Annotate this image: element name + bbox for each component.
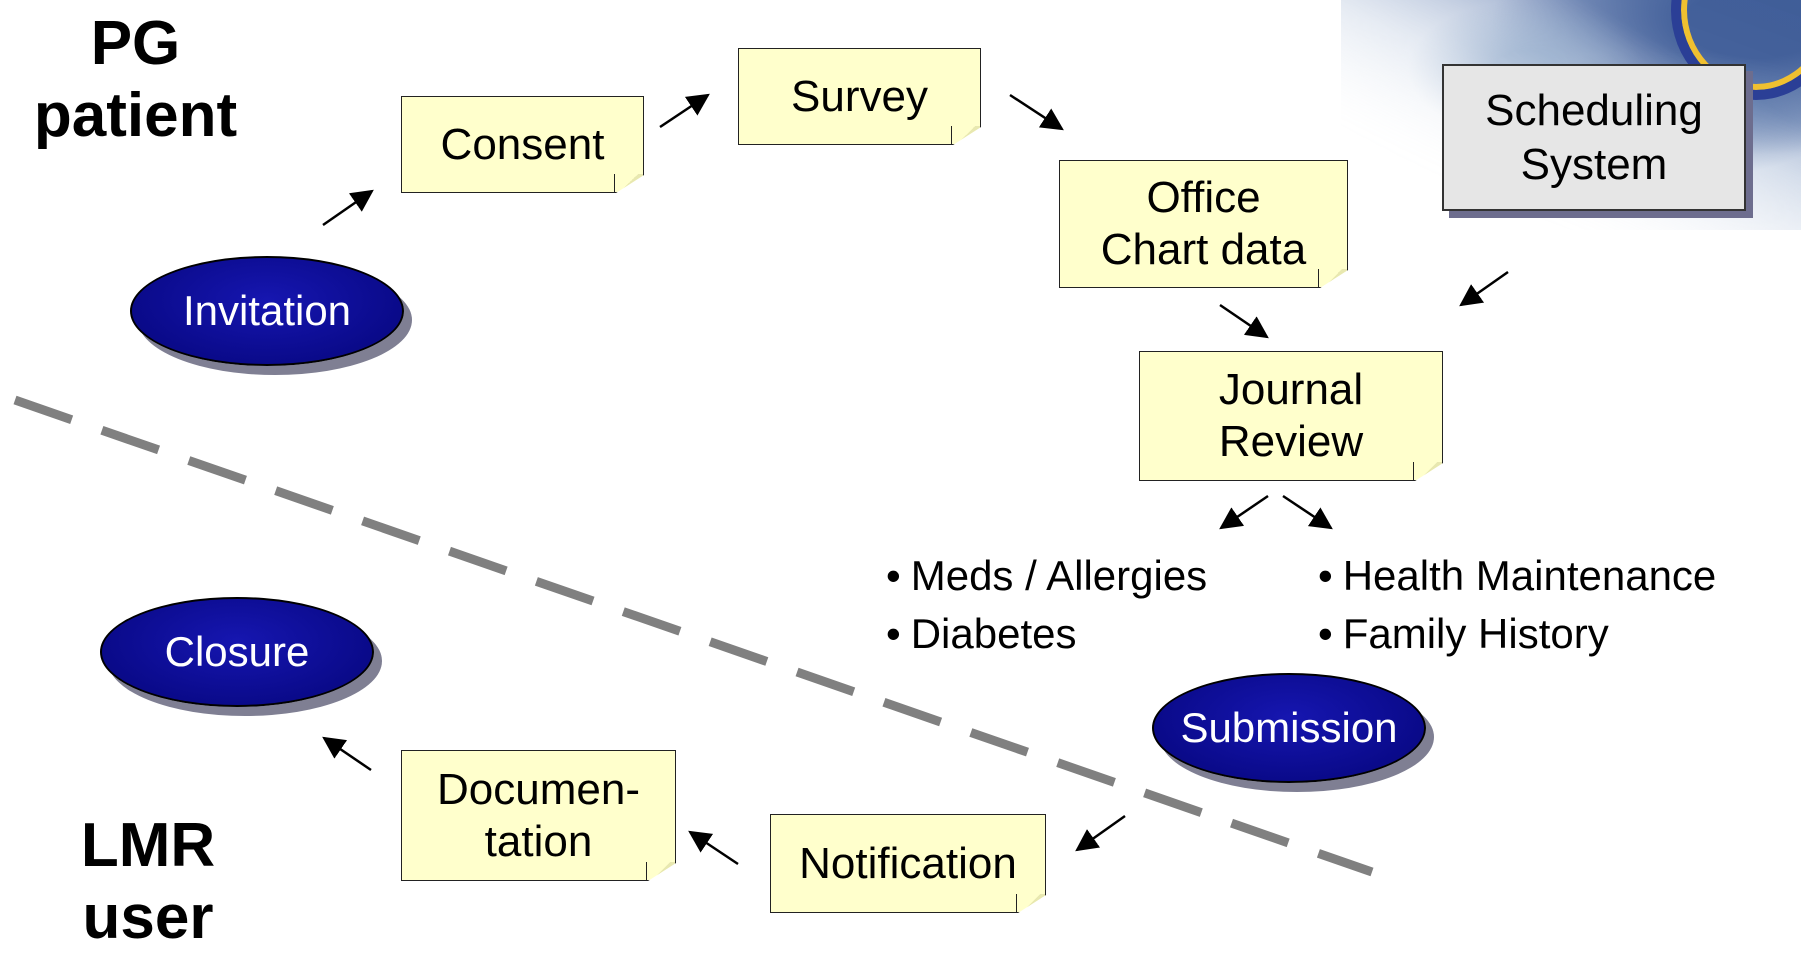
list-item: •Meds / Allergies (886, 552, 1208, 599)
divider-dashed-line (13, 395, 1374, 877)
list-item: •Family History (1318, 610, 1609, 657)
review-items-left: •Meds / Allergies •Diabetes (886, 547, 1207, 663)
arrow-office-chart-to-journal (1219, 303, 1269, 339)
survey-label: Survey (791, 71, 928, 121)
office-chart-note: Office Chart data (1059, 160, 1348, 288)
scheduling-system-box: Scheduling System (1442, 64, 1746, 211)
survey-note: Survey (738, 48, 981, 145)
pg-patient-label: PG patient (33, 9, 238, 150)
bullet-glyph: • (1318, 610, 1333, 657)
arrow-notification-to-documentation (688, 830, 739, 866)
documentation-label: Documen- tation (437, 764, 640, 866)
office-chart-label: Office Chart data (1100, 173, 1307, 274)
notification-label: Notification (799, 838, 1017, 888)
notification-note: Notification (770, 814, 1046, 913)
list-item: •Health Maintenance (1318, 552, 1717, 599)
closure-node: Closure (100, 597, 374, 707)
consent-note: Consent (401, 96, 644, 193)
journal-review-note: Journal Review (1139, 351, 1443, 481)
arrow-journal-to-right-items (1282, 494, 1333, 530)
submission-node: Submission (1152, 673, 1426, 783)
documentation-note: Documen- tation (401, 750, 676, 881)
lmr-user-label: LMR user (80, 811, 216, 952)
bullet-glyph: • (1318, 552, 1333, 599)
arrow-scheduling-to-journal (1459, 270, 1509, 307)
arrow-journal-to-left-items (1219, 494, 1269, 530)
invitation-node: Invitation (130, 256, 404, 366)
arrow-invitation-to-consent (322, 189, 374, 227)
arrow-consent-to-survey (659, 93, 710, 129)
journal-review-label: Journal Review (1218, 365, 1364, 466)
consent-label: Consent (440, 119, 605, 169)
arrow-survey-to-office-chart (1009, 93, 1064, 131)
bullet-glyph: • (886, 552, 901, 599)
bullet-glyph: • (886, 610, 901, 657)
review-items-right: •Health Maintenance •Family History (1318, 547, 1716, 663)
arrow-documentation-to-closure (322, 736, 372, 772)
arrow-submission-to-notification (1075, 814, 1126, 852)
list-item: •Diabetes (886, 610, 1077, 657)
